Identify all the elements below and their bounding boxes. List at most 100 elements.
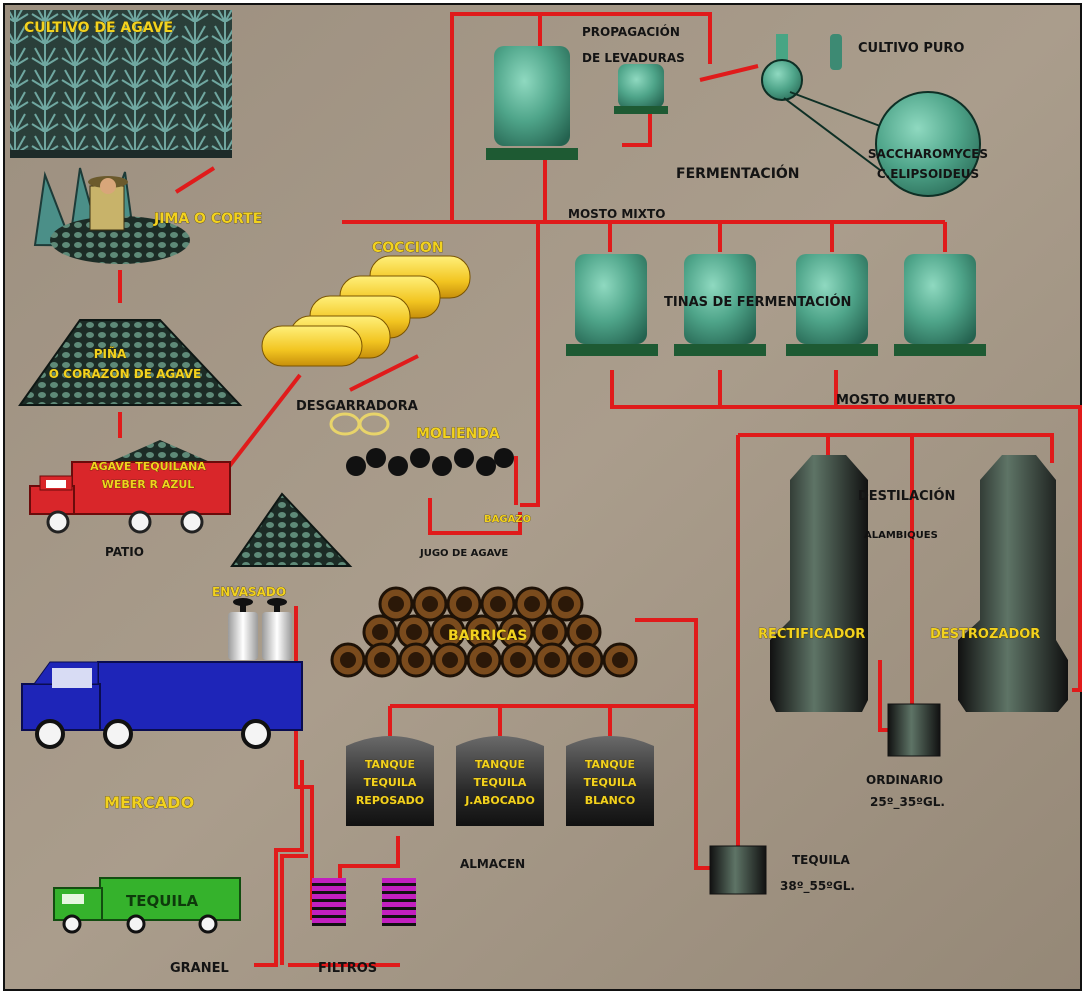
filter-gap xyxy=(382,883,416,886)
label-bagazo: BAGAZO xyxy=(484,514,531,525)
filter-plate xyxy=(312,894,346,899)
label-agave-2: WEBER R AZUL xyxy=(102,478,195,491)
label-granel: GRANEL xyxy=(170,961,229,976)
barrel-head xyxy=(422,596,438,612)
bottling-tanks xyxy=(228,598,292,660)
distillation-stills xyxy=(709,455,1068,895)
pina-pile xyxy=(18,319,243,406)
label-filtros: FILTROS xyxy=(318,961,377,976)
filter-gap xyxy=(382,923,416,926)
label-envasado: ENVASADO xyxy=(212,585,286,599)
barrel-head xyxy=(474,624,490,640)
barrel-head xyxy=(578,652,594,668)
filter-gap xyxy=(382,899,416,902)
barrel-head xyxy=(576,624,592,640)
barrel-head xyxy=(440,624,456,640)
filter-plate xyxy=(312,902,346,907)
label-fermentacion: FERMENTACIÓN xyxy=(676,164,800,182)
label-jugo: JUGO DE AGAVE xyxy=(419,548,508,559)
label-tequila-grado-2: 38º_55ºGL. xyxy=(780,879,855,894)
label-pina-2: O CORAZON DE AGAVE xyxy=(49,367,201,381)
label-tinas: TINAS DE FERMENTACIÓN xyxy=(664,294,851,310)
label-destrozador: DESTROZADOR xyxy=(930,627,1040,642)
label-cultivo-puro: CULTIVO PURO xyxy=(858,41,965,56)
label-tanque-reposado-1: TANQUE xyxy=(365,758,415,771)
barrel-head xyxy=(476,652,492,668)
filter-plate xyxy=(382,910,416,915)
barrel-head xyxy=(374,652,390,668)
label-ordinario-1: ORDINARIO xyxy=(866,773,943,787)
barrel-head xyxy=(406,624,422,640)
barrel-head xyxy=(524,596,540,612)
label-almacen: ALMACEN xyxy=(460,857,525,871)
label-tanque-abocado-3: J.ABOCADO xyxy=(464,794,535,807)
barrel-head xyxy=(612,652,628,668)
label-agave-1: AGAVE TEQUILANA xyxy=(90,460,206,473)
label-tanque-abocado-1: TANQUE xyxy=(475,758,525,771)
filter-gap xyxy=(312,899,346,902)
filter-plate xyxy=(382,878,416,883)
label-jima: JIMA O CORTE xyxy=(153,211,262,227)
barrel-head xyxy=(408,652,424,668)
label-mercado: MERCADO xyxy=(104,793,194,812)
label-mosto-mixto: MOSTO MIXTO xyxy=(568,207,665,221)
label-destilacion: DESTILACIÓN xyxy=(858,488,955,504)
barrel-head xyxy=(456,596,472,612)
filter-gap xyxy=(382,907,416,910)
label-tanque-reposado-3: REPOSADO xyxy=(356,794,424,807)
filter-plate xyxy=(382,894,416,899)
barrel-head xyxy=(442,652,458,668)
filter-gap xyxy=(312,915,346,918)
red-truck-illustration xyxy=(29,440,231,534)
label-propagacion-1: PROPAGACIÓN xyxy=(582,24,680,39)
barrel-head xyxy=(558,596,574,612)
label-truck-tequila: TEQUILA xyxy=(126,892,199,910)
barrel-head xyxy=(388,596,404,612)
label-alambiques: ALAMBIQUES xyxy=(864,530,938,541)
filter-plate xyxy=(312,910,346,915)
tank-labels: TANQUE TEQUILA REPOSADO TANQUE TEQUILA J… xyxy=(356,758,638,808)
blue-truck-illustration xyxy=(21,661,303,749)
barrels-stack xyxy=(330,586,638,678)
filter-plate xyxy=(382,918,416,923)
barrel-head xyxy=(372,624,388,640)
agave-field xyxy=(10,10,232,158)
storage-tanks xyxy=(346,736,654,826)
yeast-propagation-tanks xyxy=(486,46,668,160)
label-barricas: BARRICAS xyxy=(448,628,527,644)
label-saccharomyces-1: SACCHAROMYCES xyxy=(868,147,988,161)
filter-gap xyxy=(382,915,416,918)
filter-gap xyxy=(382,891,416,894)
barrel-head xyxy=(508,624,524,640)
barrel-head xyxy=(510,652,526,668)
coccion-ovens xyxy=(261,255,471,367)
barrel-head xyxy=(542,624,558,640)
filter-plate xyxy=(312,886,346,891)
filter-gap xyxy=(312,923,346,926)
barrel-head xyxy=(340,652,356,668)
jimador-illustration xyxy=(33,167,190,264)
pure-culture-flask xyxy=(761,34,981,197)
barrel-head xyxy=(490,596,506,612)
label-tanque-blanco-3: BLANCO xyxy=(585,794,636,807)
label-molienda: MOLIENDA xyxy=(416,426,500,442)
filter-plate xyxy=(382,902,416,907)
label-tanque-abocado-2: TEQUILA xyxy=(474,776,527,789)
fermentation-vats xyxy=(566,254,986,356)
label-pina-1: PIÑA xyxy=(94,346,127,361)
filter-plate xyxy=(382,886,416,891)
agave-pile-small xyxy=(230,492,353,567)
label-tanque-blanco-2: TEQUILA xyxy=(584,776,637,789)
label-saccharomyces-2: C.ELIPSOIDEUS xyxy=(877,167,979,181)
label-tanque-blanco-1: TANQUE xyxy=(585,758,635,771)
filter-plate xyxy=(312,918,346,923)
label-patio: PATIO xyxy=(105,545,144,559)
label-mosto-muerto: MOSTO MUERTO xyxy=(836,393,956,408)
barrel-head xyxy=(544,652,560,668)
filter-gap xyxy=(312,883,346,886)
filter-gap xyxy=(312,891,346,894)
label-ordinario-2: 25º_35ºGL. xyxy=(870,795,945,810)
label-rectificador: RECTIFICADOR xyxy=(758,627,865,642)
